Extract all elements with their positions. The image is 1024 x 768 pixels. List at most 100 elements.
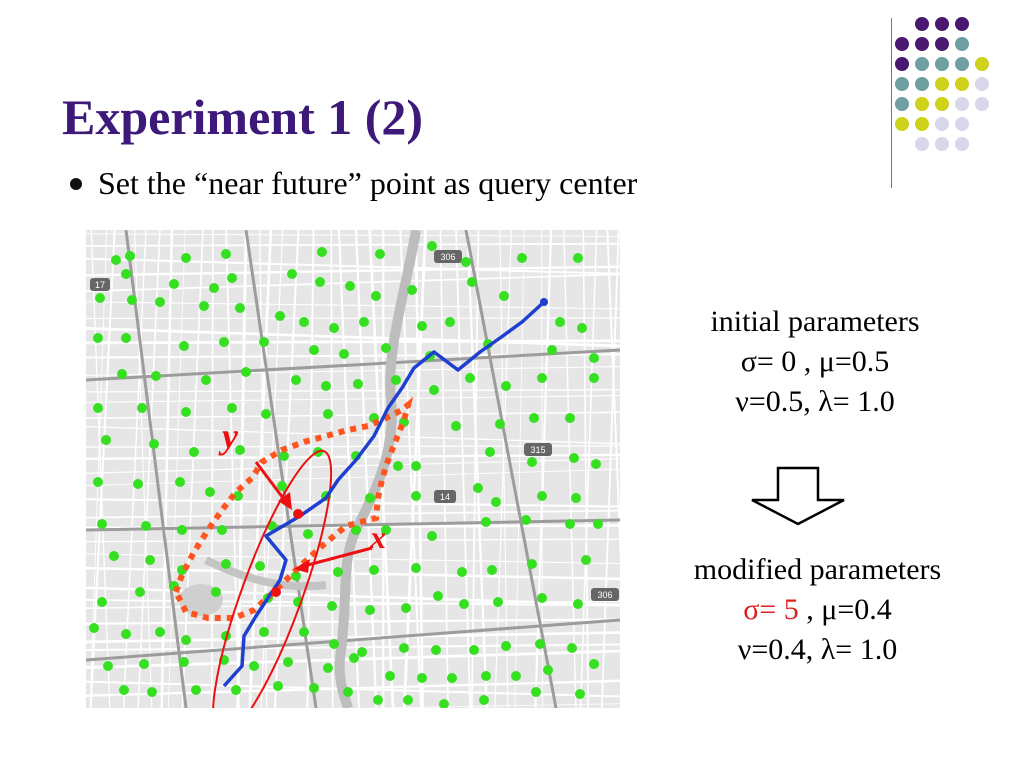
map-street: [225, 230, 240, 708]
decor-dot: [935, 77, 949, 91]
map-street: [471, 230, 480, 708]
query-point: [235, 303, 245, 313]
modified-mu: , μ=0.4: [798, 593, 892, 626]
query-point: [411, 461, 421, 471]
map-street: [86, 339, 620, 345]
bullet-dot-icon: [70, 177, 82, 190]
query-point: [255, 561, 265, 571]
query-point: [179, 341, 189, 351]
map-street: [606, 230, 620, 561]
modified-sigma: σ= 5: [743, 593, 799, 626]
decor-dot: [935, 117, 949, 131]
decor-dot: [955, 77, 969, 91]
query-point: [93, 333, 103, 343]
map-street: [306, 230, 315, 708]
query-points: [89, 241, 603, 708]
query-point: [241, 367, 251, 377]
modified-parameters-heading: modified parameters: [693, 553, 942, 586]
road-shield-306-right: 306: [591, 588, 619, 601]
query-point: [529, 413, 539, 423]
query-point: [589, 659, 599, 669]
decor-dot: [935, 57, 949, 71]
query-point: [573, 253, 583, 263]
query-point: [431, 645, 441, 655]
query-point: [487, 565, 497, 575]
query-point: [385, 671, 395, 681]
map-street: [86, 317, 620, 320]
query-point: [381, 525, 391, 535]
query-point: [235, 445, 245, 455]
query-point: [537, 491, 547, 501]
query-point: [275, 311, 285, 321]
map-street: [86, 468, 620, 487]
blue-route: [222, 300, 546, 688]
query-center-point: [293, 509, 303, 519]
map-street: [86, 679, 620, 697]
map-river: [179, 230, 421, 708]
query-point: [531, 687, 541, 697]
decor-dot: [915, 17, 929, 31]
query-point: [403, 695, 413, 705]
decor-dot: [895, 97, 909, 111]
query-point: [175, 477, 185, 487]
map-street: [86, 301, 620, 310]
query-point: [121, 629, 131, 639]
query-ellipse: [211, 449, 333, 708]
query-point: [571, 493, 581, 503]
query-point: [537, 373, 547, 383]
query-point: [101, 435, 111, 445]
query-point: [145, 555, 155, 565]
query-point: [111, 255, 121, 265]
down-arrow-icon: [751, 466, 845, 526]
query-point: [169, 279, 179, 289]
query-point: [127, 295, 137, 305]
bullet-text: Set the “near future” point as query cen…: [98, 165, 638, 201]
road-shield-315: 315: [524, 443, 552, 456]
query-point: [393, 461, 403, 471]
query-point: [177, 525, 187, 535]
query-point: [479, 695, 489, 705]
query-point: [103, 661, 113, 671]
query-point: [491, 497, 501, 507]
query-point: [501, 641, 511, 651]
dotted-region-outline: [173, 396, 414, 621]
query-point: [527, 457, 537, 467]
decor-dot: [955, 97, 969, 111]
query-point: [249, 661, 259, 671]
query-point: [189, 447, 199, 457]
query-point: [95, 293, 105, 303]
query-point: [179, 657, 189, 667]
query-point: [155, 627, 165, 637]
query-point: [593, 519, 603, 529]
initial-parameters-line1: σ= 0 , μ=0.5: [740, 345, 890, 378]
query-point: [459, 599, 469, 609]
map-street: [455, 230, 472, 708]
query-point: [357, 647, 367, 657]
decor-dot: [955, 57, 969, 71]
query-point: [309, 345, 319, 355]
query-point: [181, 635, 191, 645]
map-street: [86, 327, 620, 348]
decor-dot: [895, 37, 909, 51]
query-point: [147, 687, 157, 697]
query-point: [461, 257, 471, 267]
query-point: [521, 515, 531, 525]
svg-text:306: 306: [597, 590, 612, 600]
query-point: [427, 241, 437, 251]
query-point: [291, 375, 301, 385]
initial-parameters-line2: ν=0.5, λ= 1.0: [735, 385, 895, 418]
x-axis-label: x: [369, 519, 386, 555]
svg-text:17: 17: [95, 280, 105, 290]
map-street: [354, 230, 378, 708]
map-major-road: [86, 348, 620, 382]
query-point: [417, 321, 427, 331]
decor-dot: [915, 37, 929, 51]
query-point: [181, 407, 191, 417]
query-point: [191, 685, 201, 695]
query-point: [351, 525, 361, 535]
query-point: [287, 269, 297, 279]
query-point: [589, 373, 599, 383]
query-point: [221, 559, 231, 569]
query-point: [589, 353, 599, 363]
map-street: [167, 230, 186, 708]
